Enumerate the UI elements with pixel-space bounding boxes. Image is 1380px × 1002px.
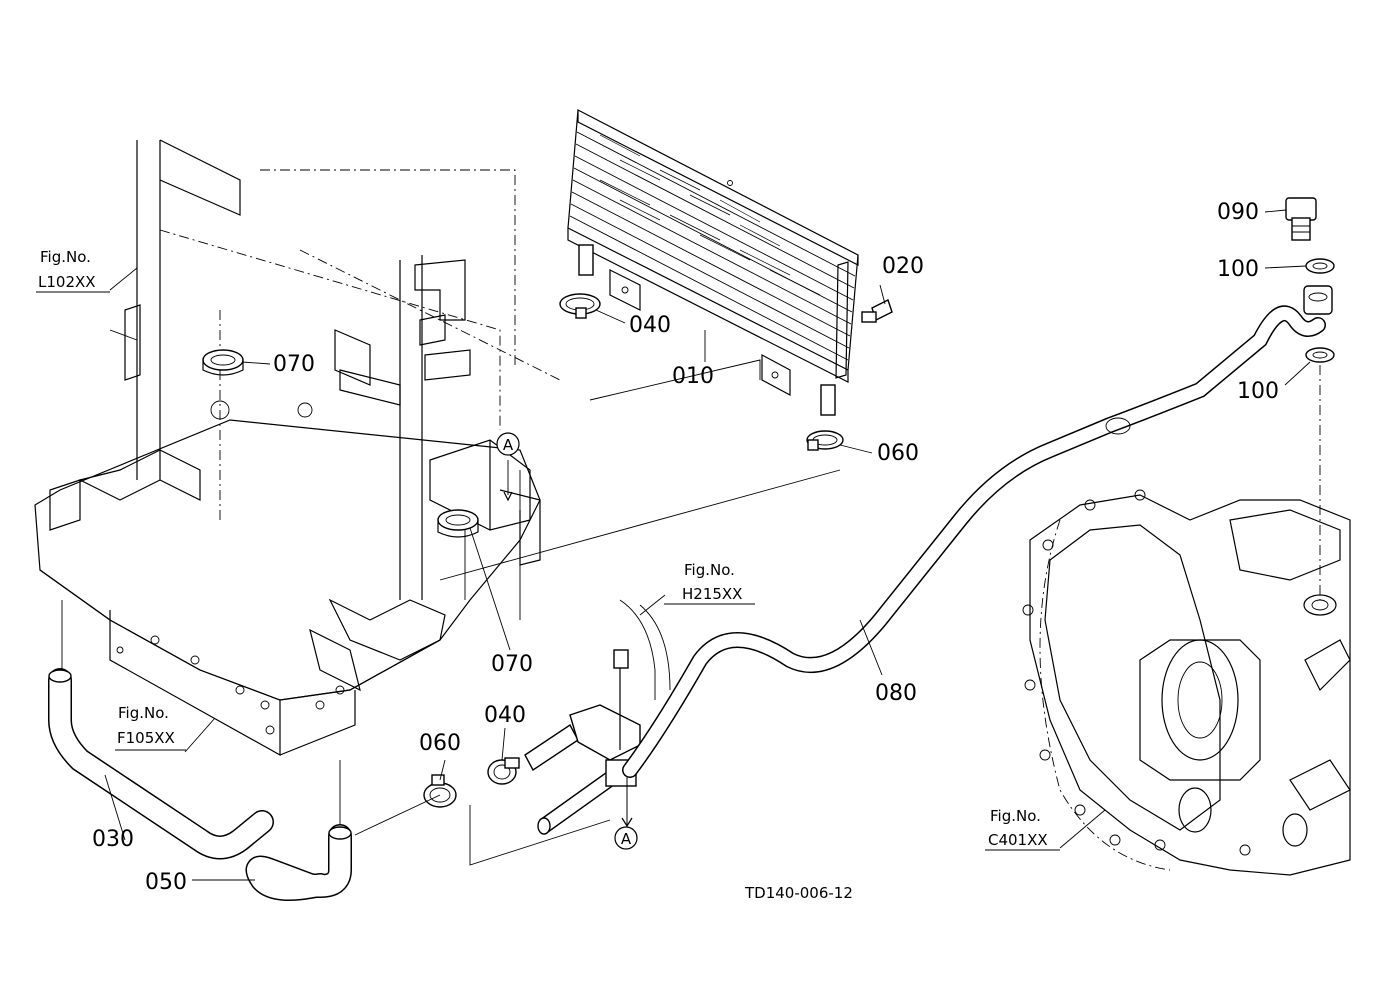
leader-lines	[104, 209, 1311, 881]
svg-text:Fig.No.: Fig.No.	[990, 807, 1041, 825]
pipe-connector	[524, 599, 671, 835]
svg-text:Fig.No.: Fig.No.	[40, 248, 91, 266]
hose-050	[245, 824, 352, 901]
callout-060-lower: 060	[419, 731, 461, 756]
drawing-code: TD140-006-12	[744, 884, 853, 902]
svg-text:F105XX: F105XX	[117, 729, 175, 747]
callout-040-lower: 040	[484, 703, 526, 728]
callout-080: 080	[875, 681, 917, 706]
fig-ref-l102: Fig.No. L102XX	[36, 248, 110, 293]
washer-100-lower	[1305, 347, 1335, 363]
callout-070-upper: 070	[273, 352, 315, 377]
callout-labels: 010 020 030 040 040 050 060 060 070 070 …	[92, 200, 1279, 895]
transmission-housing	[1022, 489, 1351, 876]
fig-ref-f105: Fig.No. F105XX	[115, 704, 186, 751]
chassis-frame	[34, 139, 841, 830]
svg-text:Fig.No.: Fig.No.	[684, 561, 735, 579]
svg-text:L102XX: L102XX	[38, 273, 96, 291]
hose-030	[48, 668, 274, 860]
svg-text:C401XX: C401XX	[988, 831, 1048, 849]
washer-100-upper	[1305, 258, 1335, 274]
hose-clamp-060-upper	[806, 430, 844, 451]
callout-040-upper: 040	[629, 313, 671, 338]
callout-010: 010	[672, 364, 714, 389]
reference-marker-a-upper: A	[496, 432, 520, 502]
svg-text:A: A	[621, 830, 632, 848]
callout-020: 020	[882, 254, 924, 279]
hose-clamp-040-lower	[487, 757, 520, 785]
grommet-070-upper	[202, 349, 244, 376]
callout-070-lower: 070	[491, 652, 533, 677]
callout-100-upper: 100	[1217, 257, 1259, 282]
banjo-bolt-090	[1285, 197, 1317, 241]
svg-text:A: A	[503, 436, 514, 454]
hose-clamp-040-upper	[559, 293, 601, 319]
callout-100-lower: 100	[1237, 379, 1279, 404]
callout-090: 090	[1217, 200, 1259, 225]
fig-ref-h215: Fig.No. H215XX	[664, 561, 755, 605]
figure-references: Fig.No. L102XX Fig.No. F105XX Fig.No. H2…	[36, 248, 1060, 851]
fig-ref-c401: Fig.No. C401XX	[985, 807, 1060, 851]
oil-cooler	[567, 109, 859, 416]
svg-text:Fig.No.: Fig.No.	[118, 704, 169, 722]
callout-050: 050	[145, 870, 187, 895]
reference-marker-a-lower: A	[614, 817, 638, 850]
bolt-020	[861, 299, 893, 323]
banjo-fitting	[1303, 285, 1333, 315]
oil-pipe-080	[622, 305, 1326, 778]
callout-030: 030	[92, 827, 134, 852]
svg-text:H215XX: H215XX	[682, 585, 742, 603]
grommet-070-lower	[437, 509, 479, 538]
callout-060-upper: 060	[877, 441, 919, 466]
